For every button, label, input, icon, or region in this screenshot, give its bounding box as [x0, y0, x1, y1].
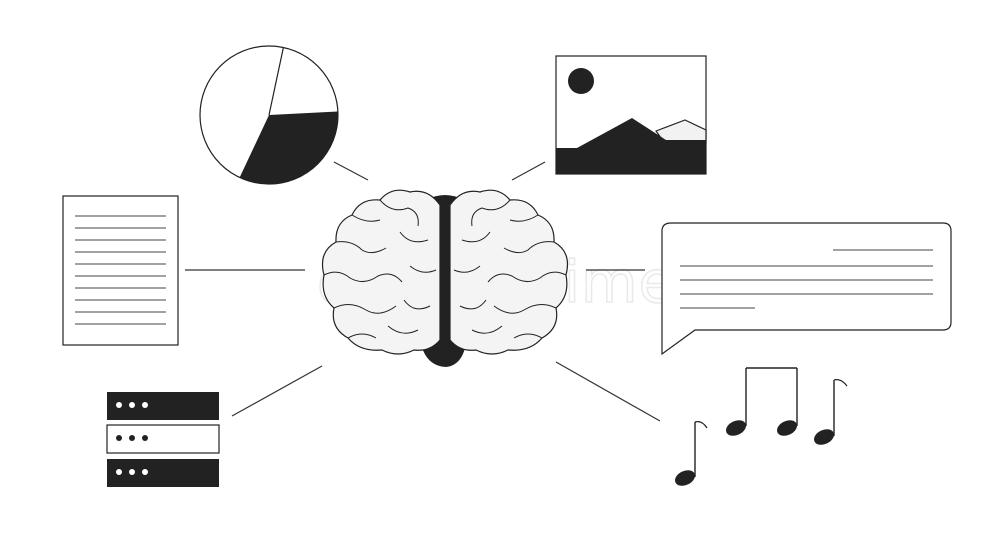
speech-bubble-icon	[661, 222, 952, 356]
connector-server	[231, 365, 323, 417]
speech-bubble-text-lines	[680, 249, 933, 309]
brain-icon	[321, 189, 569, 367]
music-note-single-right	[814, 379, 848, 445]
dark-mountain-shape	[556, 118, 706, 174]
pie-chart-divider	[268, 46, 285, 116]
pie-chart-dark-slice	[239, 111, 338, 185]
document-icon	[62, 195, 179, 346]
server-icon	[106, 392, 220, 487]
brain-left-folds	[323, 199, 437, 339]
server-unit-bottom	[107, 459, 219, 487]
music-notes-icon	[675, 367, 848, 486]
server-unit-middle	[106, 424, 220, 454]
document-text-lines	[75, 215, 166, 325]
connector-music-notes	[555, 361, 661, 422]
sun-shape	[568, 68, 594, 94]
brain-left-hemisphere	[321, 189, 441, 355]
server-unit-top	[107, 392, 219, 420]
connector-pie-chart	[333, 161, 369, 181]
music-note-beamed-pair	[726, 367, 798, 436]
pie-chart-icon	[199, 45, 339, 185]
brain-right-hemisphere	[449, 189, 569, 355]
image-icon	[555, 55, 707, 175]
brain-right-folds	[453, 199, 567, 339]
connector-lines	[185, 161, 661, 422]
connector-image	[511, 161, 546, 181]
music-note-single-left	[675, 421, 708, 486]
